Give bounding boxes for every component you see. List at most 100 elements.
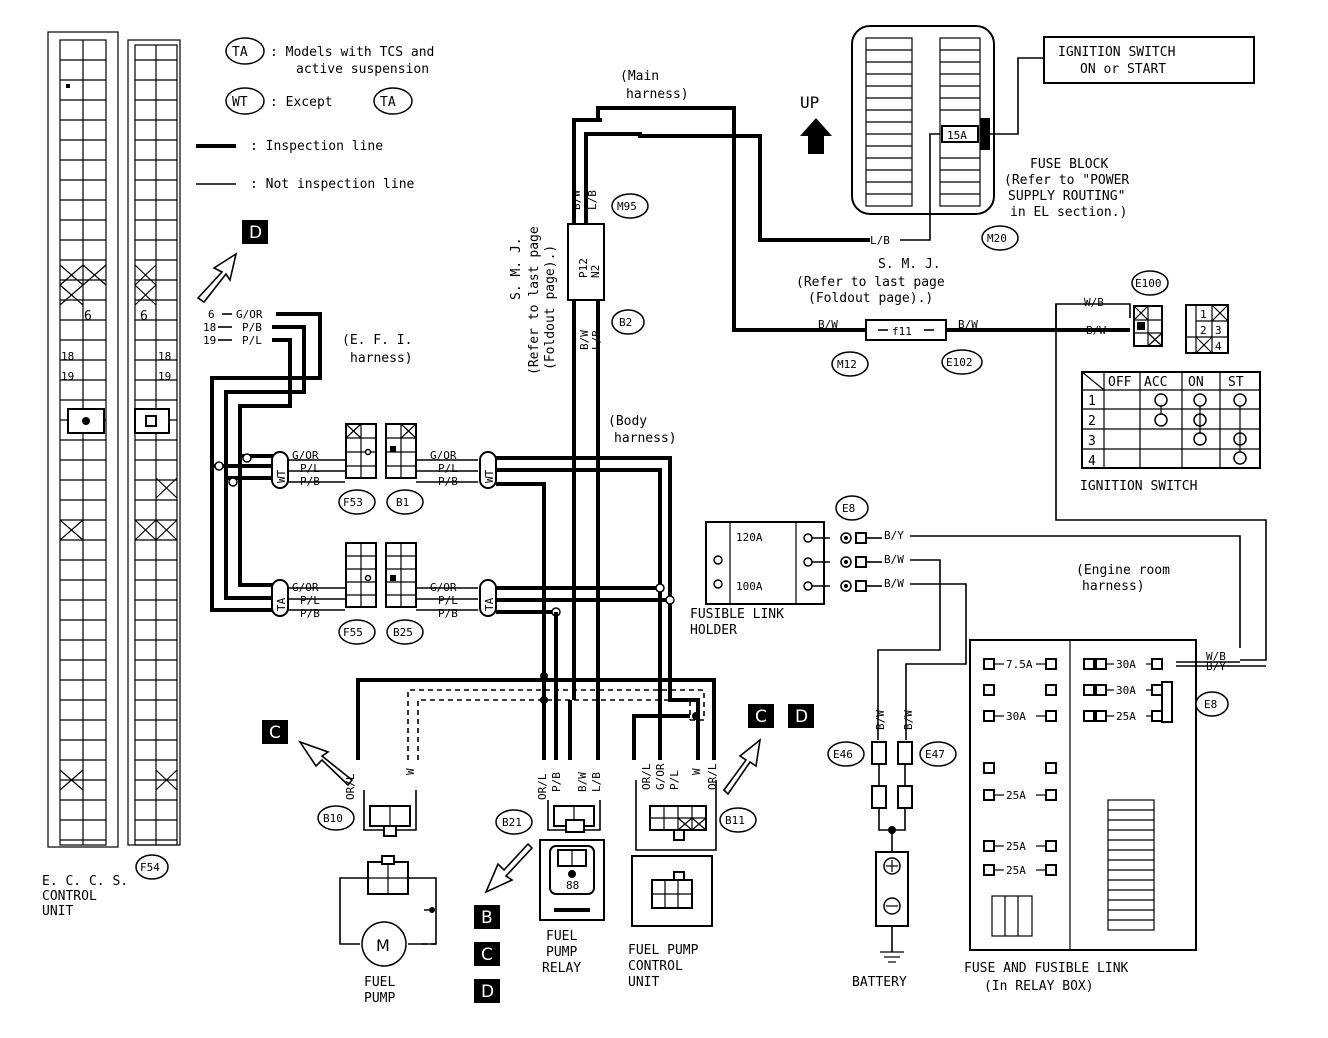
smj-vertical-l3: (Foldout page).) — [543, 245, 558, 370]
svg-text:B25: B25 — [393, 626, 413, 639]
connector-b25-block: B25 — [385, 542, 424, 645]
bottom-bus-wires — [356, 672, 716, 760]
ecu-wire-num-19: 19 — [203, 334, 216, 347]
legend: TA : Models with TCS and active suspensi… — [196, 37, 434, 192]
legend-wt-code: WT — [232, 95, 248, 110]
ecu-wire-color-2: P/B — [242, 321, 262, 334]
svg-text:W: W — [690, 768, 703, 775]
svg-text:P/L: P/L — [438, 594, 458, 607]
svg-text:B/W: B/W — [578, 330, 591, 350]
svg-text:2: 2 — [1088, 414, 1096, 429]
legend-ta-text-1: : Models with TCS and — [270, 45, 434, 60]
svg-text:M20: M20 — [987, 232, 1007, 245]
svg-text:FUSIBLE LINK: FUSIBLE LINK — [690, 607, 784, 622]
svg-text:P/B: P/B — [438, 475, 458, 488]
smj-vertical-wires: B/W L/B P12 N2 B/W L/B M95 B2 S. M. J. (… — [509, 69, 870, 700]
fuse-15a: 15A — [947, 129, 967, 142]
svg-text:ST: ST — [1228, 375, 1244, 390]
svg-text:P/B: P/B — [438, 607, 458, 620]
svg-text:B/W: B/W — [1086, 324, 1106, 337]
svg-text:FUEL: FUEL — [364, 975, 395, 990]
efi-harness-label-1: (E. F. I. — [342, 333, 412, 348]
svg-text:ON or START: ON or START — [1080, 62, 1166, 77]
svg-text:B/W: B/W — [818, 318, 838, 331]
svg-text:B/W: B/W — [884, 553, 904, 566]
marker-c-left: C — [262, 720, 288, 744]
svg-text:B2: B2 — [619, 316, 632, 329]
ecu-label-2: CONTROL — [42, 889, 97, 904]
wt-wire-colors: G/OR P/L P/B G/OR P/L P/B — [288, 449, 478, 488]
svg-text:B: B — [481, 908, 493, 928]
relay-fuse-left: 25A — [1006, 840, 1026, 853]
fuse-block-l2: (Refer to "POWER — [1004, 173, 1129, 188]
relay-fuse-right: 30A — [1116, 684, 1136, 697]
svg-text:B21: B21 — [502, 816, 522, 829]
legend-ta-text-2: active suspension — [296, 62, 429, 77]
svg-text:4: 4 — [1088, 454, 1096, 469]
svg-text:P12: P12 — [577, 258, 590, 278]
svg-text:M12: M12 — [837, 358, 857, 371]
smj-vertical-l2: (Refer to last page — [527, 226, 542, 375]
arrow-cd-right — [722, 738, 762, 796]
svg-text:OR/L: OR/L — [536, 773, 549, 800]
relay-fuse-left: 7.5A — [1006, 658, 1033, 671]
ignition-switch-table: OFF ACC ON ST 1 2 3 4 IGNITION SWITCH — [1080, 371, 1261, 494]
svg-text:UNIT: UNIT — [628, 975, 659, 990]
legend-inspection-line: : Inspection line — [250, 139, 383, 154]
svg-text:HOLDER: HOLDER — [690, 623, 737, 638]
connector-b10: OR/L W B10 — [317, 768, 417, 837]
connector-f55-block: F55 — [338, 542, 377, 645]
main-harness-label-2: harness) — [626, 87, 689, 102]
svg-text:G/OR: G/OR — [430, 581, 457, 594]
svg-text:M: M — [376, 936, 390, 955]
ignition-key-grid: 1 2 3 4 — [1185, 304, 1229, 354]
svg-text:E8: E8 — [842, 502, 855, 515]
svg-text:FUSE AND FUSIBLE LINK: FUSE AND FUSIBLE LINK — [964, 961, 1129, 976]
fuel-pump-relay: 88 FUEL PUMP RELAY — [539, 839, 605, 976]
ecu-pin-18: 18 — [61, 350, 74, 363]
svg-text:C: C — [269, 723, 281, 743]
main-harness-label-1: (Main — [620, 69, 659, 84]
fuse-block-l4: in EL section.) — [1010, 205, 1127, 220]
svg-text:P/L: P/L — [300, 462, 320, 475]
svg-text:88: 88 — [566, 879, 579, 892]
ecu-wire-num-18: 18 — [203, 321, 216, 334]
svg-text:PUMP: PUMP — [546, 945, 577, 960]
ignition-switch-box: IGNITION SWITCH ON or START — [1043, 36, 1255, 84]
relay-fuse-right: 30A — [1116, 658, 1136, 671]
svg-text:ON: ON — [1188, 375, 1204, 390]
connector-e100: W/B B/W E100 — [1055, 270, 1267, 661]
relay-fuse-left: 25A — [1006, 789, 1026, 802]
svg-text:G/OR: G/OR — [292, 449, 319, 462]
svg-text:F55: F55 — [343, 626, 363, 639]
svg-text:E100: E100 — [1135, 277, 1162, 290]
svg-text:P/B: P/B — [550, 772, 563, 792]
svg-text:WT: WT — [483, 469, 496, 483]
svg-text:OFF: OFF — [1108, 375, 1132, 390]
marker-c-bottom: C — [474, 942, 500, 966]
connector-b1-block: B1 — [385, 423, 424, 515]
up-label: UP — [800, 93, 819, 112]
svg-text:G/OR: G/OR — [654, 763, 667, 790]
svg-text:RELAY: RELAY — [542, 961, 581, 976]
ecu-wire-num-6: 6 — [208, 308, 215, 321]
svg-text:L/B: L/B — [590, 330, 603, 350]
svg-text:TA: TA — [483, 597, 496, 611]
legend-wt-text: : Except — [270, 95, 333, 110]
ecu-pin-19: 19 — [61, 370, 74, 383]
svg-text:M95: M95 — [617, 200, 637, 213]
svg-text:100A: 100A — [736, 580, 763, 593]
svg-text:(Foldout page).): (Foldout page).) — [808, 291, 933, 306]
svg-text:3: 3 — [1215, 324, 1222, 337]
svg-text:OR/L: OR/L — [344, 773, 357, 800]
svg-text:B/W: B/W — [576, 772, 589, 792]
fuse-block-title: FUSE BLOCK — [1030, 157, 1108, 172]
svg-text:1: 1 — [1200, 308, 1207, 321]
svg-text:IGNITION SWITCH: IGNITION SWITCH — [1058, 45, 1175, 60]
svg-text:120A: 120A — [736, 531, 763, 544]
legend-wt-ref: TA — [380, 95, 396, 110]
connector-b21: OR/L P/B B/W L/B B21 — [495, 772, 603, 835]
ecu-label-1: E. C. C. S. — [42, 874, 128, 889]
svg-text:1: 1 — [1088, 394, 1096, 409]
